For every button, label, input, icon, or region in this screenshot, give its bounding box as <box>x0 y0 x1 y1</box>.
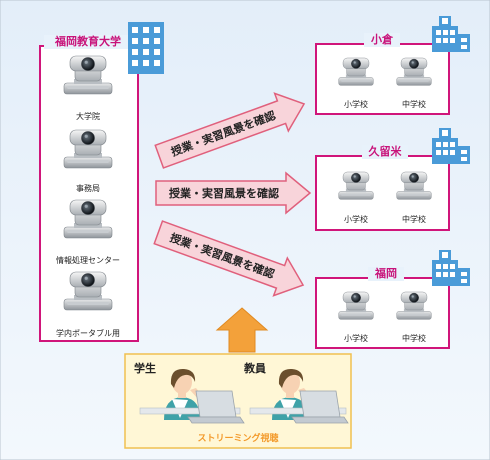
site-kokura: 小倉 小学校 中学校 <box>315 16 470 115</box>
school-label: 小学校 <box>344 214 368 224</box>
camera-label: 学内ポータブル用 <box>56 328 120 338</box>
university-title-backdrop <box>44 35 134 49</box>
site-name: 小倉 <box>370 32 394 46</box>
school-label: 小学校 <box>344 99 368 109</box>
school-label: 中学校 <box>402 214 426 224</box>
school-label: 中学校 <box>402 99 426 109</box>
university-panel: 福岡教育大学 大学院 事務局 情報処理センター 学内ポータブル用 <box>39 22 164 342</box>
site-name: 福岡 <box>374 266 397 280</box>
teacher-label: 教員 <box>243 361 266 375</box>
arrow-label: 授業・実習風景を確認 <box>169 186 279 200</box>
university-title: 福岡教育大学 <box>54 34 121 48</box>
viewers-panel: 学生 教員 ストリーミング視聴 <box>124 353 352 449</box>
school-label: 中学校 <box>402 333 426 343</box>
site-kurume: 久留米 小学校 中学校 <box>315 128 470 231</box>
camera-label: 大学院 <box>76 111 100 121</box>
desk <box>139 407 241 415</box>
camera-label: 事務局 <box>76 183 100 193</box>
university-building-icon <box>128 22 164 74</box>
student-label: 学生 <box>134 361 156 375</box>
site-name: 久留米 <box>369 144 403 158</box>
school-label: 小学校 <box>344 333 368 343</box>
up-arrow <box>215 307 269 353</box>
camera-label: 情報処理センター <box>56 255 120 265</box>
flow-arrow: 授業・実習風景を確認 <box>155 171 312 215</box>
site-fukuoka: 福岡 小学校 中学校 <box>315 250 470 349</box>
streaming-caption: ストリーミング視聴 <box>197 432 278 444</box>
desk <box>249 407 347 415</box>
